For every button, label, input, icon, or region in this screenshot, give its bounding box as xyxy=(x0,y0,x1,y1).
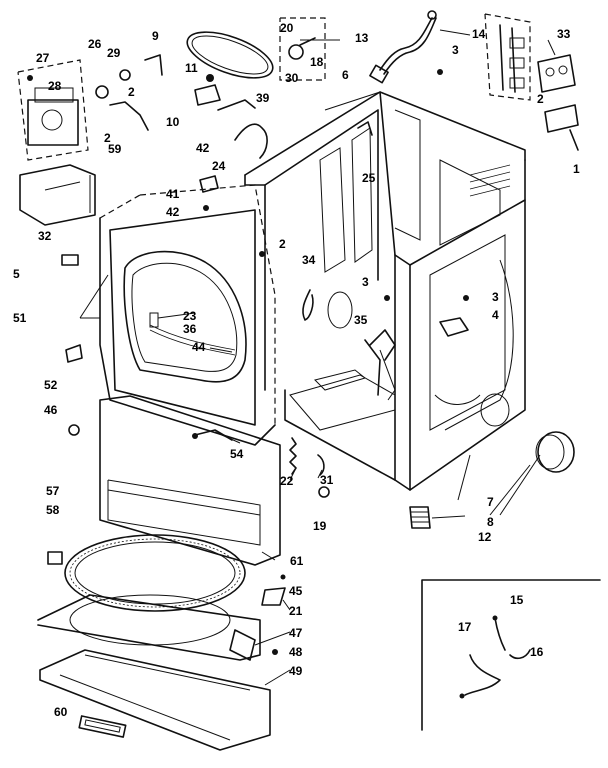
callout-24: 24 xyxy=(212,159,226,173)
callout-14: 14 xyxy=(472,27,486,41)
motor-assembly xyxy=(17,54,163,266)
callout-3-a: 3 xyxy=(452,43,459,57)
terminal-block xyxy=(484,13,579,151)
callout-10: 10 xyxy=(166,115,180,129)
callout-2-b: 2 xyxy=(104,131,111,145)
callout-25: 25 xyxy=(362,171,376,185)
callout-13: 13 xyxy=(355,31,369,45)
callout-57: 57 xyxy=(46,484,60,498)
cabinet xyxy=(244,91,526,491)
callout-2-d: 2 xyxy=(537,92,544,106)
callout-52: 52 xyxy=(44,378,58,392)
callout-26: 26 xyxy=(88,37,102,51)
callout-9: 9 xyxy=(152,29,159,43)
callout-42-a: 42 xyxy=(196,141,210,155)
callout-1: 1 xyxy=(573,162,580,176)
belt-and-pulley xyxy=(186,17,326,111)
lower-panel xyxy=(99,395,281,566)
callout-48: 48 xyxy=(289,645,303,659)
small-parts xyxy=(65,121,575,529)
callout-30: 30 xyxy=(285,71,299,85)
callout-22: 22 xyxy=(280,474,294,488)
callout-3-c: 3 xyxy=(492,290,499,304)
callout-3-b: 3 xyxy=(362,275,369,289)
callout-8: 8 xyxy=(487,515,494,529)
callout-41: 41 xyxy=(166,187,180,201)
callout-61: 61 xyxy=(290,554,304,568)
callout-35: 35 xyxy=(354,313,368,327)
callout-31: 31 xyxy=(320,473,334,487)
callout-21: 21 xyxy=(289,604,303,618)
callout-5: 5 xyxy=(13,267,20,281)
callout-28: 28 xyxy=(48,79,62,93)
callout-42-b: 42 xyxy=(166,205,180,219)
callout-7: 7 xyxy=(487,495,494,509)
callout-44: 44 xyxy=(192,340,206,354)
callout-34: 34 xyxy=(302,253,316,267)
door-assembly xyxy=(37,534,286,751)
callout-2-c: 2 xyxy=(279,237,286,251)
callout-11: 11 xyxy=(185,61,198,75)
callout-58: 58 xyxy=(46,503,60,517)
callout-36: 36 xyxy=(183,322,197,336)
leader-lines xyxy=(79,29,556,686)
callout-23: 23 xyxy=(183,309,197,323)
callout-59: 59 xyxy=(108,142,122,156)
callout-27: 27 xyxy=(36,51,50,65)
callout-4: 4 xyxy=(492,308,499,322)
callout-45: 45 xyxy=(289,584,303,598)
callout-labels: 1 2 2 2 2 3 3 3 4 5 6 7 8 9 10 11 12 13 … xyxy=(13,21,580,719)
callout-15: 15 xyxy=(510,593,524,607)
power-cord xyxy=(369,10,443,84)
callout-33: 33 xyxy=(557,27,571,41)
callout-47: 47 xyxy=(289,626,303,640)
callout-54: 54 xyxy=(230,447,244,461)
callout-17: 17 xyxy=(458,620,472,634)
callout-2-a: 2 xyxy=(128,85,135,99)
callout-20: 20 xyxy=(280,21,294,35)
callout-46: 46 xyxy=(44,403,58,417)
callout-6: 6 xyxy=(342,68,349,82)
callout-39: 39 xyxy=(256,91,270,105)
inset-harness xyxy=(421,579,601,731)
callout-16: 16 xyxy=(530,645,544,659)
callout-29: 29 xyxy=(107,46,121,60)
callout-19: 19 xyxy=(313,519,327,533)
callout-32: 32 xyxy=(38,229,52,243)
callout-60: 60 xyxy=(54,705,68,719)
callout-49: 49 xyxy=(289,664,303,678)
callout-51: 51 xyxy=(13,311,27,325)
callout-18: 18 xyxy=(310,55,324,69)
callout-12: 12 xyxy=(478,530,492,544)
